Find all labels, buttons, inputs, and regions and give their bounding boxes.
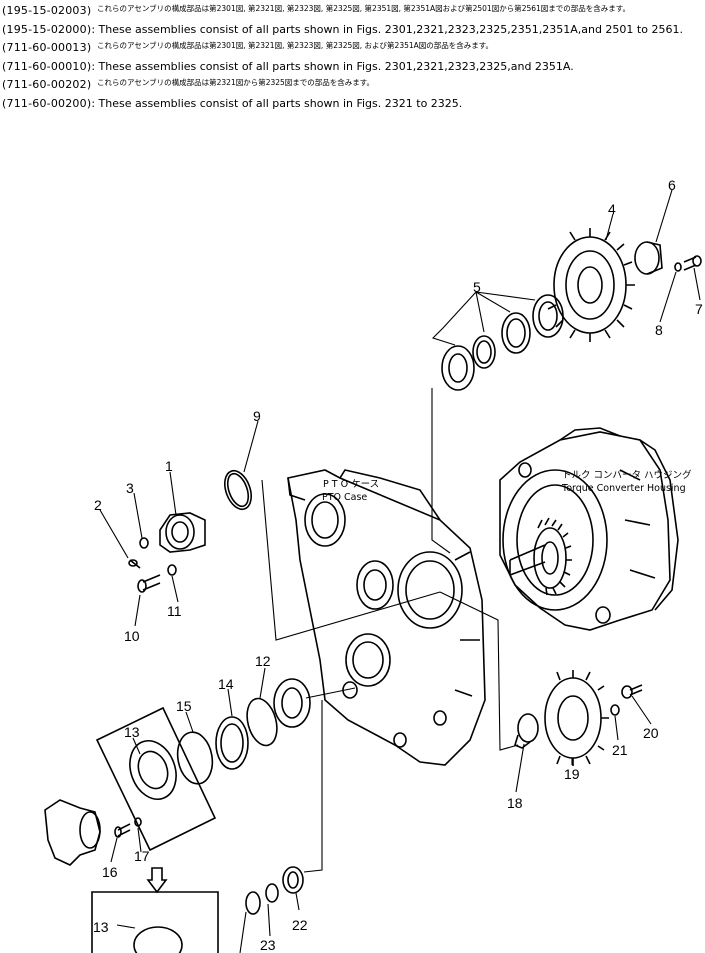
part-label-2: 2 [94, 497, 102, 513]
part-label-9: 9 [253, 408, 261, 424]
note-jp: これらのアセンブリの構成部品は第2321図から第2325図までの部品を含みます。 [97, 78, 375, 87]
yoke-flange [44, 799, 101, 866]
part-5-bearings [441, 294, 564, 391]
part-17-washer [134, 817, 142, 827]
part-label-18: 18 [507, 795, 523, 811]
input-shaft-gear [509, 517, 572, 596]
part-7-bolt [683, 255, 702, 271]
part-code: (711-60-00010) [2, 59, 92, 73]
part-label-21: 21 [612, 742, 628, 758]
note-row-2: (195-15-02000): These assemblies consist… [2, 19, 702, 38]
part-label-16: 16 [102, 864, 118, 880]
arrow-down [146, 867, 168, 894]
part-label-13: 13 [124, 724, 140, 740]
part-19-gear [544, 670, 609, 766]
torque-converter-housing [499, 427, 679, 631]
leader-lines [99, 189, 701, 953]
part-label-20: 20 [643, 725, 659, 741]
part-13-box [95, 706, 217, 852]
pto-case-jp-caption: P T O ケース [323, 479, 379, 490]
part-code: (195-15-02000) [2, 22, 92, 36]
note-en: : These assemblies consist of all parts … [91, 22, 683, 36]
header-notes: (195-15-02003) これらのアセンブリの構成部品は第2301図, 第2… [2, 0, 702, 111]
part-code: (711-60-00202) [2, 78, 92, 91]
part-code: (711-60-00200) [2, 96, 92, 110]
torque-converter-en-caption: Torque Converter Housing [561, 483, 686, 494]
part-18-shaft [514, 713, 539, 749]
part-11-washer [167, 564, 177, 576]
note-en: : These assemblies consist of all parts … [91, 59, 574, 73]
note-row-4: (711-60-00010): These assemblies consist… [2, 56, 702, 75]
part-23-rings [245, 883, 279, 915]
part-6-cap [634, 241, 663, 275]
part-16-bolt [114, 823, 131, 838]
part-4-gear [547, 228, 635, 342]
part-label-7: 7 [695, 301, 703, 317]
part-label-5: 5 [473, 279, 481, 295]
part-label-19: 19 [564, 766, 580, 782]
note-row-3: (711-60-00013) これらのアセンブリの構成部品は第2301図, 第2… [2, 37, 702, 56]
part-label-17: 17 [134, 848, 150, 864]
part-label-3: 3 [126, 480, 134, 496]
note-row-6: (711-60-00200): These assemblies consist… [2, 93, 702, 112]
part-1-cover [159, 512, 206, 553]
torque-converter-jp-caption: トルク コンバータ ハウジング [562, 469, 692, 481]
part-9-o-ring [224, 469, 252, 511]
part-label-15: 15 [176, 698, 192, 714]
part-bearing-large [273, 678, 311, 728]
part-14-oil-seal [215, 716, 249, 770]
note-row-5: (711-60-00202) これらのアセンブリの構成部品は第2321図から第2… [2, 74, 702, 93]
part-label-1: 1 [165, 458, 173, 474]
note-jp: これらのアセンブリの構成部品は第2301図, 第2321図, 第2323図, 第… [97, 41, 494, 50]
pto-case [287, 469, 486, 766]
part-label-11: 11 [167, 603, 182, 619]
part-label-22: 22 [292, 917, 308, 933]
part-label-8: 8 [655, 322, 663, 338]
part-15-o-ring [176, 731, 214, 785]
part-label-10: 10 [124, 628, 140, 644]
part-label-4: 4 [608, 201, 616, 217]
part-label-12: 12 [255, 653, 271, 669]
part-8-washer [674, 262, 682, 272]
part-22-bearing [282, 866, 304, 894]
part-label-13-lower: 13 [93, 919, 109, 935]
part-20-bolt [621, 684, 643, 699]
lower-box [91, 891, 219, 953]
part-code: (711-60-00013) [2, 41, 92, 54]
note-row-1: (195-15-02003) これらのアセンブリの構成部品は第2301図, 第2… [2, 0, 702, 19]
part-code: (195-15-02003) [2, 4, 92, 17]
note-en: : These assemblies consist of all parts … [91, 96, 463, 110]
note-jp: これらのアセンブリの構成部品は第2301図, 第2321図, 第2323図, 第… [97, 4, 631, 13]
part-12-snap-ring [246, 697, 278, 747]
part-3-bolt [139, 537, 149, 549]
part-label-23: 23 [260, 937, 276, 953]
part-label-6: 6 [668, 177, 676, 193]
part-2-bolt [128, 559, 141, 569]
pto-case-en-caption: PTO Case [322, 492, 367, 503]
part-21-washer [610, 704, 620, 716]
part-10-bolt [137, 574, 161, 593]
part-label-14: 14 [218, 676, 234, 692]
